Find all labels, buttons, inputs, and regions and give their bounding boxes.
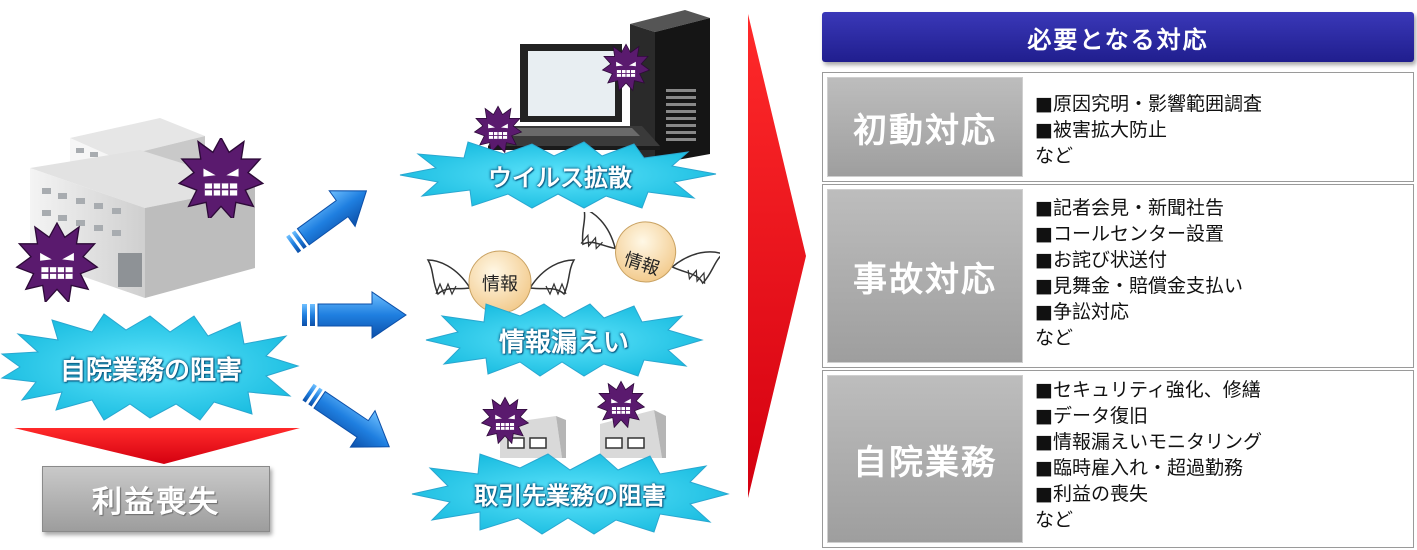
leak-burst-label: 情報漏えい [498,328,629,358]
arrow-right-icon [302,291,407,339]
row-label: 自院業務 [827,375,1023,543]
table-header: 必要となる対応 [822,12,1414,62]
virus-burst [399,141,717,209]
virus-icon [178,138,264,218]
list-item: ■コールセンター設置 [1035,223,1224,245]
list-item: ■争訟対応 [1035,301,1129,323]
flying-info-label-1: 情報 [482,274,518,295]
virus-icon [602,43,650,91]
loss-box: 利益喪失 [42,466,270,532]
list-item: ■原因究明・影響範囲調査 [1035,93,1262,115]
list-item: ■被害拡大防止 [1035,119,1167,141]
virus-icon [481,396,529,444]
flying-info-icon [580,212,720,285]
arrow-right-icon [748,14,806,498]
row-items: ■記者会見・新聞社告 ■コールセンター設置 ■お詫び状送付 ■見舞金・賠償金支払… [1035,195,1407,351]
arrow-down-icon [14,428,300,464]
list-item: ■記者会見・新聞社告 [1035,197,1224,219]
list-item: ■セキュリティ強化、修繕 [1035,379,1261,401]
row-items: ■セキュリティ強化、修繕 ■データ復旧 ■情報漏えいモニタリング ■臨時雇入れ・… [1035,377,1407,533]
row-label: 初動対応 [827,77,1023,177]
hospital-burst-label: 自院業務の阻害 [59,356,242,386]
flying-info-icon [426,250,576,314]
list-item: ■臨時雇入れ・超過勤務 [1035,457,1243,479]
list-item: ■お詫び状送付 [1035,249,1167,271]
list-item: ■利益の喪失 [1035,483,1148,505]
hospital-burst [0,313,300,421]
partner-burst-label: 取引先業務の阻害 [474,482,666,510]
virus-icon [15,222,99,302]
arrow-right-icon [286,190,368,254]
arrow-right-icon [302,383,390,448]
response-row-incident: 事故対応 ■記者会見・新聞社告 ■コールセンター設置 ■お詫び状送付 ■見舞金・… [822,184,1414,368]
virus-burst-label: ウイルス拡散 [488,164,632,192]
list-item: ■情報漏えいモニタリング [1035,431,1262,453]
row-items: ■原因究明・影響範囲調査 ■被害拡大防止 など [1035,91,1407,169]
response-row-initial: 初動対応 ■原因究明・影響範囲調査 ■被害拡大防止 など [822,72,1414,182]
response-row-hospital: 自院業務 ■セキュリティ強化、修繕 ■データ復旧 ■情報漏えいモニタリング ■臨… [822,370,1414,548]
computer-icon [488,10,710,164]
list-item: ■データ復旧 [1035,405,1148,427]
list-item: など [1035,509,1074,531]
list-item: など [1035,145,1074,167]
factory-icon [600,410,666,458]
list-item: ■見舞金・賠償金支払い [1035,275,1243,297]
row-label: 事故対応 [827,189,1023,363]
leak-burst [425,303,704,377]
virus-icon [597,380,645,428]
partner-burst [411,453,730,535]
list-item: など [1035,327,1074,349]
